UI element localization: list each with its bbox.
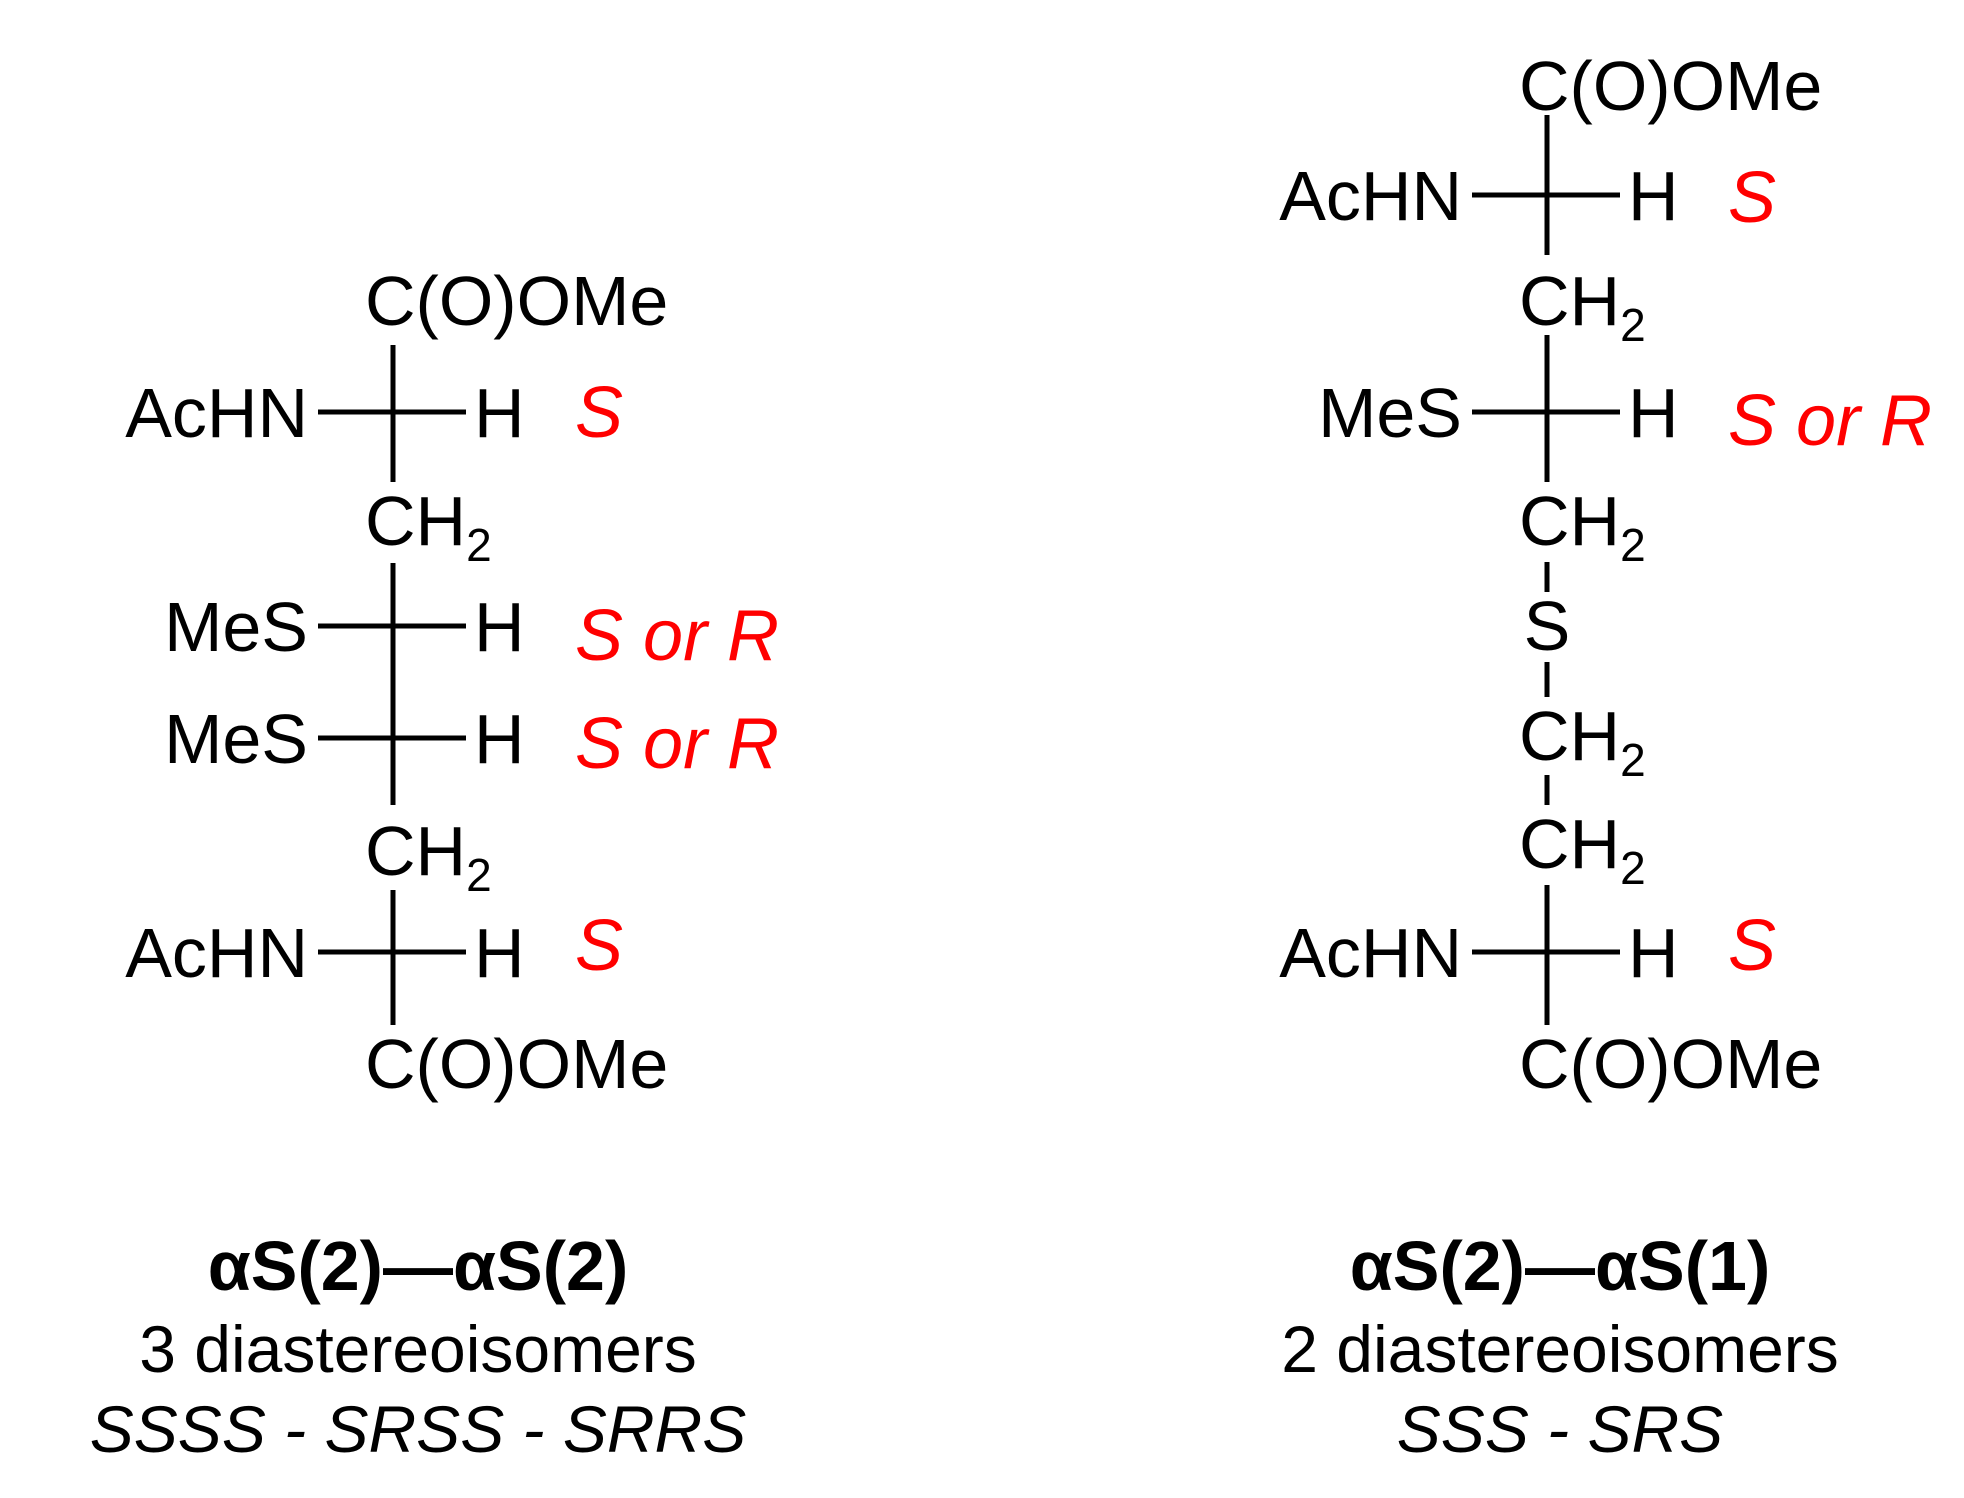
left-row1-substituent: AcHN: [125, 374, 308, 452]
right-ch2-b: CH2: [1519, 482, 1646, 571]
left-row1-hydrogen: H: [474, 374, 525, 452]
right-ch2-d: CH2: [1519, 805, 1646, 894]
right-row3-stereo: S: [1728, 906, 1776, 986]
left-row1-stereo: S: [575, 373, 623, 453]
right-top-ester: C(O)OMe: [1519, 47, 1822, 125]
left-row4-substituent: AcHN: [125, 914, 308, 992]
right-row2-hydrogen: H: [1628, 374, 1679, 452]
right-ch2-a: CH2: [1519, 262, 1646, 351]
right-structure: C(O)OMe AcHN H S CH2 MeS H S or R CH2 S …: [1279, 47, 1932, 1103]
left-ch2-a: CH2: [365, 482, 492, 571]
right-sulfur: S: [1524, 587, 1571, 665]
left-structure: C(O)OMe AcHN H S CH2 MeS H S or R MeS H …: [125, 262, 779, 1103]
right-row2-stereo: S or R: [1728, 381, 1932, 461]
left-row2-stereo: S or R: [575, 596, 779, 676]
right-caption: αS(2)—αS(1) 2 diastereoisomers SSS - SRS: [1281, 1227, 1839, 1466]
right-caption-count: 2 diastereoisomers: [1281, 1312, 1839, 1386]
right-row1-hydrogen: H: [1628, 157, 1679, 235]
left-row2-hydrogen: H: [474, 588, 525, 666]
left-ch2-b: CH2: [365, 812, 492, 901]
left-caption-count: 3 diastereoisomers: [139, 1312, 697, 1386]
left-row4-stereo: S: [575, 906, 623, 986]
right-row3-hydrogen: H: [1628, 914, 1679, 992]
left-row4-hydrogen: H: [474, 914, 525, 992]
left-top-ester: C(O)OMe: [365, 262, 668, 340]
left-caption-isomers: SSSS - SRSS - SRRS: [90, 1392, 747, 1466]
left-caption: αS(2)—αS(2) 3 diastereoisomers SSSS - SR…: [90, 1227, 747, 1466]
right-ch2-c: CH2: [1519, 697, 1646, 786]
left-caption-title: αS(2)—αS(2): [208, 1227, 629, 1305]
left-bottom-ester: C(O)OMe: [365, 1025, 668, 1103]
left-row3-stereo: S or R: [575, 704, 779, 784]
right-caption-title: αS(2)—αS(1): [1350, 1227, 1771, 1305]
left-row2-substituent: MeS: [164, 588, 308, 666]
right-row1-stereo: S: [1728, 158, 1776, 238]
right-row2-substituent: MeS: [1318, 374, 1462, 452]
left-row3-hydrogen: H: [474, 700, 525, 778]
right-row3-substituent: AcHN: [1279, 914, 1462, 992]
left-row3-substituent: MeS: [164, 700, 308, 778]
right-row1-substituent: AcHN: [1279, 157, 1462, 235]
right-bottom-ester: C(O)OMe: [1519, 1025, 1822, 1103]
right-caption-isomers: SSS - SRS: [1397, 1392, 1723, 1466]
